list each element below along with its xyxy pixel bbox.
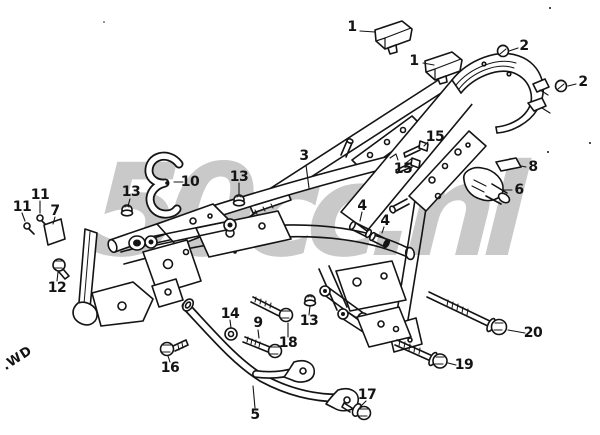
callout-1b: 1 [409,53,419,69]
part-cap-nut-13a [120,204,134,217]
rear-loop [451,52,551,134]
callout-7: 7 [50,203,60,219]
part-bolt-19 [394,339,448,369]
callout-8: 8 [528,159,538,175]
callout-11b: 11 [12,199,32,215]
callout-14: 14 [220,306,240,322]
part-bolt-9 [242,336,283,359]
part-bolt-18 [250,296,294,323]
callout-5: 5 [250,407,260,423]
callout-18: 18 [278,335,298,351]
part-collar-4b [368,231,391,249]
callout-20: 20 [523,325,543,341]
front-cradle [72,203,292,327]
callout-12: 12 [47,280,67,296]
part-bolt-15b [389,153,421,174]
part-bolt-20 [426,291,508,336]
callout-11a: 11 [30,187,50,203]
callout-13b: 13 [229,169,249,185]
callout-13c: 13 [299,313,319,329]
bottom-bracket-cluster [319,260,412,348]
callout-15b: 15 [393,161,413,177]
part-dome-bolt-2a [496,44,510,58]
part-clip-11b [23,222,35,235]
part-dome-bolt-2b [554,79,568,93]
part-rubber-block-1a [374,20,413,55]
callout-2b: 2 [578,74,588,90]
part-cap-nut-13b [232,194,246,207]
part-rubber-block-1b [424,51,463,85]
part-bolt-16 [159,339,189,357]
callout-9: 9 [253,315,263,331]
callout-19: 19 [454,357,474,373]
part-rubber-mount-6 [462,166,511,205]
part-washer-14 [224,327,238,341]
leader-lines [21,30,577,409]
part-plate-8 [495,157,522,172]
side-plate-near [388,130,487,214]
scan-specks [103,7,591,153]
callout-2a: 2 [519,38,529,54]
callout-1a: 1 [347,19,357,35]
part-cap-nut-13c [303,294,317,307]
callout-10: 10 [180,174,200,190]
part-bolt-12 [52,258,70,280]
callout-13a: 13 [121,184,141,200]
part-clamp-10 [144,151,184,219]
callout-4a: 4 [357,198,367,214]
callout-4b: 4 [380,213,390,229]
part-bolt-17 [341,402,372,421]
callout-16: 16 [160,360,180,376]
callout-3: 3 [299,148,309,164]
callout-17: 17 [357,387,377,403]
callout-6: 6 [514,182,524,198]
part-plate-7 [43,218,66,246]
guard-bar [181,298,360,412]
callout-15a: 15 [425,129,445,145]
